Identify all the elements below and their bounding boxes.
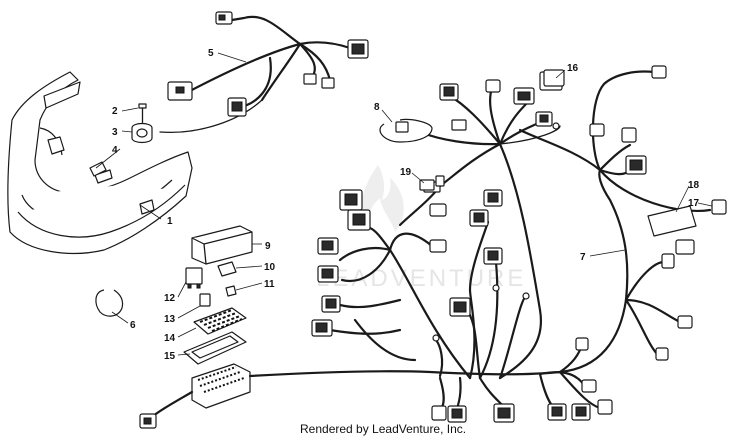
callout-13: 13 (164, 314, 176, 325)
snap-ring-6 (95, 289, 124, 317)
relay-box (191, 225, 253, 265)
loop-8 (379, 118, 433, 143)
watermark-brand: LEADVENTURE (316, 265, 526, 292)
callout-14: 14 (164, 333, 176, 344)
callout-5: 5 (208, 48, 214, 59)
connector-16 (543, 69, 565, 87)
upper-harness (159, 11, 369, 134)
clamp (131, 122, 153, 144)
callout-9: 9 (265, 241, 271, 252)
callout-7: 7 (580, 252, 586, 263)
callout-1: 1 (167, 216, 173, 227)
small-connector-4 (89, 161, 107, 177)
leader-lines (95, 52, 713, 356)
callout-19: 19 (400, 167, 412, 178)
callout-3: 3 (112, 127, 118, 138)
fuse-block (139, 363, 251, 429)
callout-12: 12 (164, 293, 176, 304)
render-credit: Rendered by LeadVenture, Inc. (300, 422, 467, 436)
fuse-panel-14 (193, 307, 247, 335)
callout-11: 11 (264, 279, 275, 290)
callout-18: 18 (688, 180, 700, 191)
fuse-13 (199, 293, 211, 307)
watermark: LEADVENTURE (316, 165, 526, 292)
harness-connectors (311, 65, 727, 423)
fuse-11 (225, 285, 237, 297)
gasket-15 (183, 331, 247, 365)
callout-labels: 1 2 3 4 5 6 7 8 9 10 11 12 13 14 15 16 1… (112, 48, 700, 362)
relay-10 (217, 261, 237, 277)
callout-8: 8 (374, 102, 380, 113)
callout-4: 4 (112, 145, 118, 156)
decal-18 (647, 205, 697, 237)
callout-6: 6 (130, 320, 136, 331)
callout-17: 17 (688, 198, 700, 209)
callout-10: 10 (264, 262, 276, 273)
callout-16: 16 (567, 63, 579, 74)
headlight-housing (7, 71, 193, 255)
relay-12 (185, 267, 203, 289)
callout-2: 2 (112, 106, 118, 117)
callout-15: 15 (164, 351, 176, 362)
watermark-flame-icon (361, 165, 404, 232)
